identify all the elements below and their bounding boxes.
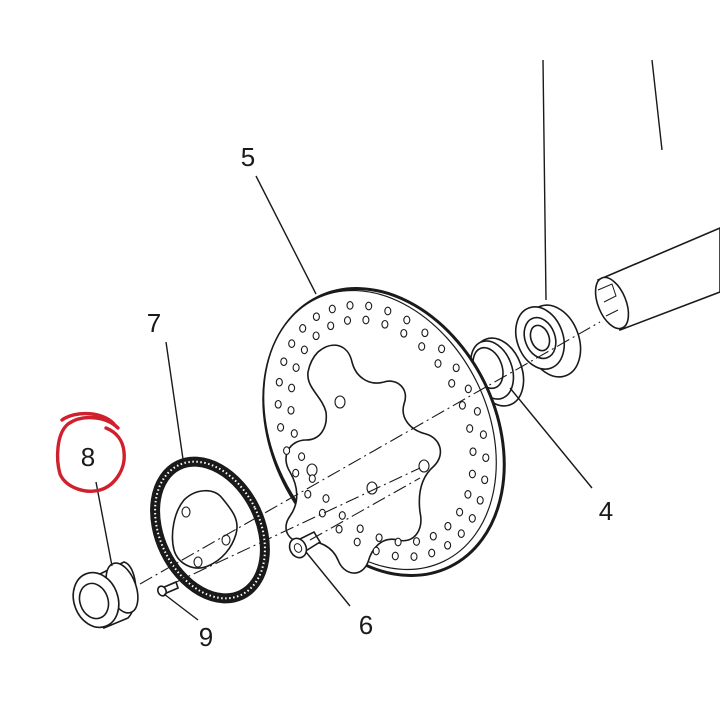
- disc-hole: [365, 301, 373, 311]
- disc-hole: [275, 377, 283, 387]
- brake-disc-part-5: [262, 287, 506, 577]
- disc-hole: [473, 407, 481, 416]
- disc-hole: [391, 551, 399, 561]
- callout-6: 6: [359, 610, 373, 640]
- disc-hole: [429, 531, 437, 541]
- disc-hole: [438, 344, 446, 354]
- disc-perforations: [274, 301, 490, 561]
- bearing: [514, 304, 582, 378]
- disc-hole: [481, 475, 489, 485]
- callout-7: 7: [147, 308, 161, 338]
- disc-hole: [290, 429, 298, 438]
- disc-hole: [444, 540, 452, 550]
- disc-hole: [412, 537, 421, 546]
- disc-hole: [468, 514, 476, 523]
- disc-hole: [464, 490, 472, 499]
- disc-hole: [444, 521, 452, 531]
- fork-lines: [542, 59, 663, 301]
- screw-part-9: [156, 580, 179, 597]
- disc-hole: [482, 453, 490, 463]
- disc-hole: [292, 363, 300, 372]
- disc-hole: [287, 405, 295, 415]
- disc-hole: [356, 524, 364, 534]
- disc-hole: [288, 339, 296, 348]
- disc-hole: [476, 495, 484, 505]
- disc-hole: [410, 552, 418, 561]
- assembly-axes: [139, 321, 601, 585]
- disc-hole: [338, 511, 346, 520]
- disc-hole: [322, 494, 330, 503]
- disc-hole: [292, 468, 300, 478]
- callout-8: 8: [81, 442, 95, 472]
- disc-hole: [458, 401, 466, 410]
- disc-hole: [466, 424, 474, 433]
- disc-hole: [274, 399, 282, 409]
- disc-hole: [479, 430, 487, 439]
- disc-hole: [421, 328, 429, 338]
- disc-hole: [456, 507, 464, 517]
- disc-hole: [464, 384, 472, 394]
- disc-hole: [375, 533, 383, 543]
- axle-tube: [594, 227, 720, 332]
- leader-lines: [95, 175, 593, 621]
- disc-hole: [452, 363, 460, 373]
- callout-4: 4: [599, 496, 613, 526]
- disc-hole: [283, 446, 291, 455]
- disc-hole: [353, 537, 361, 547]
- callout-5: 5: [241, 142, 255, 172]
- disc-hole: [304, 489, 312, 499]
- disc-hole: [300, 345, 308, 355]
- disc-hole: [400, 328, 408, 338]
- disc-hole: [428, 548, 436, 558]
- disc-hole: [299, 324, 307, 333]
- disc-hole: [277, 423, 285, 432]
- disc-hole: [346, 301, 354, 310]
- disc-hole: [312, 331, 320, 341]
- disc-hole: [384, 306, 392, 316]
- disc-hole: [318, 508, 326, 518]
- disc-hole: [418, 342, 426, 351]
- spacer-part-8: [72, 561, 139, 630]
- disc-hole: [312, 312, 320, 322]
- disc-hole: [381, 319, 389, 329]
- disc-hole: [328, 304, 336, 314]
- disc-hole: [335, 524, 343, 534]
- disc-hole: [308, 474, 316, 483]
- disc-hole: [343, 316, 352, 325]
- disc-hole: [434, 359, 442, 368]
- disc-hole: [298, 452, 306, 461]
- disc-hole: [288, 383, 296, 393]
- disc-hole: [280, 357, 288, 367]
- disc-hole: [394, 537, 402, 547]
- disc-hole: [457, 529, 465, 538]
- disc-hole: [468, 469, 476, 479]
- tone-ring-part-7: [150, 456, 270, 604]
- highlight-circle: [55, 412, 126, 493]
- disc-hole: [327, 321, 335, 331]
- disc-hole: [469, 447, 477, 457]
- disc-hole: [372, 546, 380, 556]
- disc-hole: [448, 379, 456, 388]
- disc-hole: [403, 315, 411, 325]
- disc-hole: [362, 315, 370, 325]
- callout-9: 9: [199, 622, 213, 652]
